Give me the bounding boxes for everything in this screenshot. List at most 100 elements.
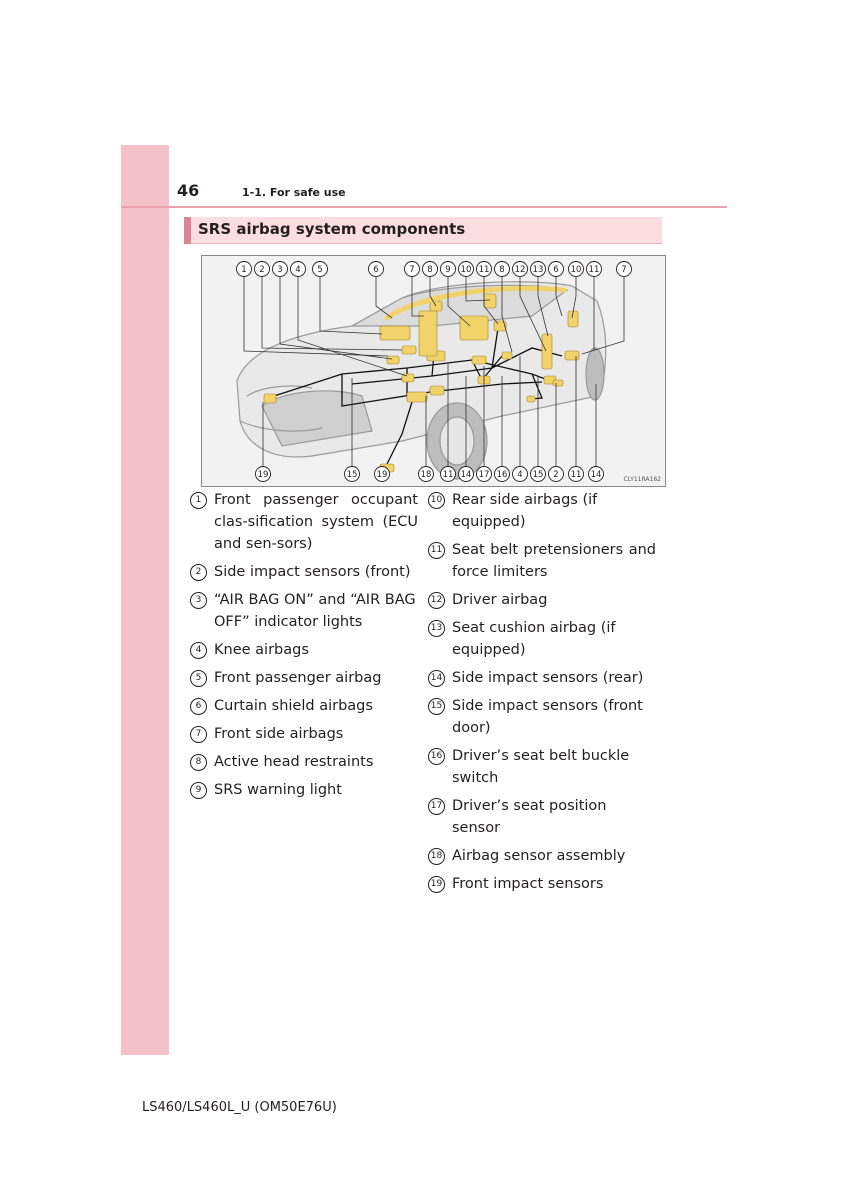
legend-text: Driver’s seat belt buckle switch <box>452 748 630 786</box>
callout-number: 7 <box>404 261 420 277</box>
svg-text:6: 6 <box>373 265 378 275</box>
number-circle: 8 <box>190 754 207 771</box>
legend-item: 9 SRS warning light <box>190 779 418 801</box>
leader-line <box>279 277 393 360</box>
svg-text:1: 1 <box>241 265 246 275</box>
legend-text: Side impact sensors (front) <box>214 564 411 580</box>
component-box <box>552 379 564 387</box>
leader-line <box>297 277 408 377</box>
leader-line <box>537 277 549 337</box>
section-title-bar: SRS airbag system components <box>184 217 662 244</box>
legend-text: Seat belt pretensioners and force limite… <box>452 542 656 580</box>
legend-item: 18 Airbag sensor assembly <box>428 845 656 867</box>
svg-text:6: 6 <box>553 265 558 275</box>
number-circle: 16 <box>428 748 445 765</box>
svg-text:4: 4 <box>517 470 522 480</box>
number-circle: 19 <box>428 876 445 893</box>
callout-leaders <box>243 277 625 466</box>
callout-number: 18 <box>418 466 434 482</box>
callout-number: 19 <box>255 466 271 482</box>
callout-number: 19 <box>374 466 390 482</box>
svg-text:18: 18 <box>421 470 432 480</box>
footer-model-code: LS460/LS460L_U (OM50E76U) <box>142 1100 337 1115</box>
svg-text:15: 15 <box>347 470 358 480</box>
leader-line <box>519 277 547 352</box>
wire-path <box>386 401 413 465</box>
callout-number: 6 <box>368 261 384 277</box>
component-box <box>401 373 415 383</box>
legend-text: Knee airbags <box>214 642 309 658</box>
leader-line <box>465 277 491 302</box>
callout-number: 11 <box>440 466 456 482</box>
component-box <box>493 320 507 332</box>
svg-text:11: 11 <box>443 470 454 480</box>
legend-left-column: 1 Front passenger occupant clas-sificati… <box>190 489 418 807</box>
legend-item: 13 Seat cushion airbag (if equipped) <box>428 617 656 661</box>
legend-text: Seat cushion airbag (if equipped) <box>452 620 616 658</box>
callout-number: 11 <box>568 466 584 482</box>
svg-text:8: 8 <box>499 265 504 275</box>
header-divider <box>121 206 727 208</box>
leader-line <box>261 277 403 351</box>
legend-text: Front passenger occupant clas-sification… <box>214 492 418 552</box>
section-title: SRS airbag system components <box>198 220 466 238</box>
svg-text:5: 5 <box>317 265 322 275</box>
legend-item: 6 Curtain shield airbags <box>190 695 418 717</box>
component-box <box>263 393 277 404</box>
legend-text: Driver airbag <box>452 592 548 608</box>
component-box <box>386 355 400 365</box>
legend-item: 1 Front passenger occupant clas-sificati… <box>190 489 418 555</box>
svg-text:7: 7 <box>409 265 414 275</box>
component-box <box>564 350 580 361</box>
leader-line <box>243 277 389 357</box>
number-circle: 7 <box>190 726 207 743</box>
callout-number: 16 <box>494 466 510 482</box>
callout-number: 4 <box>290 261 306 277</box>
svg-text:4: 4 <box>295 265 300 275</box>
callout-number: 7 <box>616 261 632 277</box>
legend-item: 8 Active head restraints <box>190 751 418 773</box>
number-circle: 17 <box>428 798 445 815</box>
component-box <box>418 310 438 357</box>
component-box <box>501 351 513 360</box>
component-box <box>471 355 487 365</box>
svg-text:11: 11 <box>479 265 490 275</box>
leader-line <box>581 277 625 355</box>
callout-number: 12 <box>512 261 528 277</box>
svg-text:19: 19 <box>377 470 388 480</box>
callout-number: 17 <box>476 466 492 482</box>
callout-number: 11 <box>476 261 492 277</box>
leader-line <box>571 277 577 319</box>
legend-text: Front impact sensors <box>452 876 604 892</box>
legend-text: Active head restraints <box>214 754 374 770</box>
legend-text: “AIR BAG ON” and “AIR BAG OFF” indicator… <box>214 592 416 630</box>
legend-text: Rear side airbags (if equipped) <box>452 492 598 530</box>
car-outline <box>236 281 607 480</box>
legend-text: SRS warning light <box>214 782 342 798</box>
svg-text:12: 12 <box>515 265 526 275</box>
leader-line <box>319 277 383 335</box>
callout-number: 15 <box>344 466 360 482</box>
callout-number: 1 <box>236 261 252 277</box>
number-circle: 3 <box>190 592 207 609</box>
legend-item: 11 Seat belt pretensioners and force lim… <box>428 539 656 583</box>
component-box <box>401 345 417 355</box>
svg-text:11: 11 <box>571 470 582 480</box>
airbag-components <box>263 285 580 473</box>
svg-text:10: 10 <box>571 265 582 275</box>
legend-item: 5 Front passenger airbag <box>190 667 418 689</box>
legend-text: Side impact sensors (rear) <box>452 670 644 686</box>
legend-item: 16 Driver’s seat belt buckle switch <box>428 745 656 789</box>
leader-line <box>483 277 499 325</box>
number-circle: 11 <box>428 542 445 559</box>
legend-item: 12 Driver airbag <box>428 589 656 611</box>
legend-text: Front passenger airbag <box>214 670 382 686</box>
callout-number: 14 <box>588 466 604 482</box>
legend-item: 17 Driver’s seat position sensor <box>428 795 656 839</box>
callout-number: 6 <box>548 261 564 277</box>
leader-line <box>429 277 437 307</box>
svg-text:8: 8 <box>427 265 432 275</box>
svg-text:15: 15 <box>533 470 544 480</box>
